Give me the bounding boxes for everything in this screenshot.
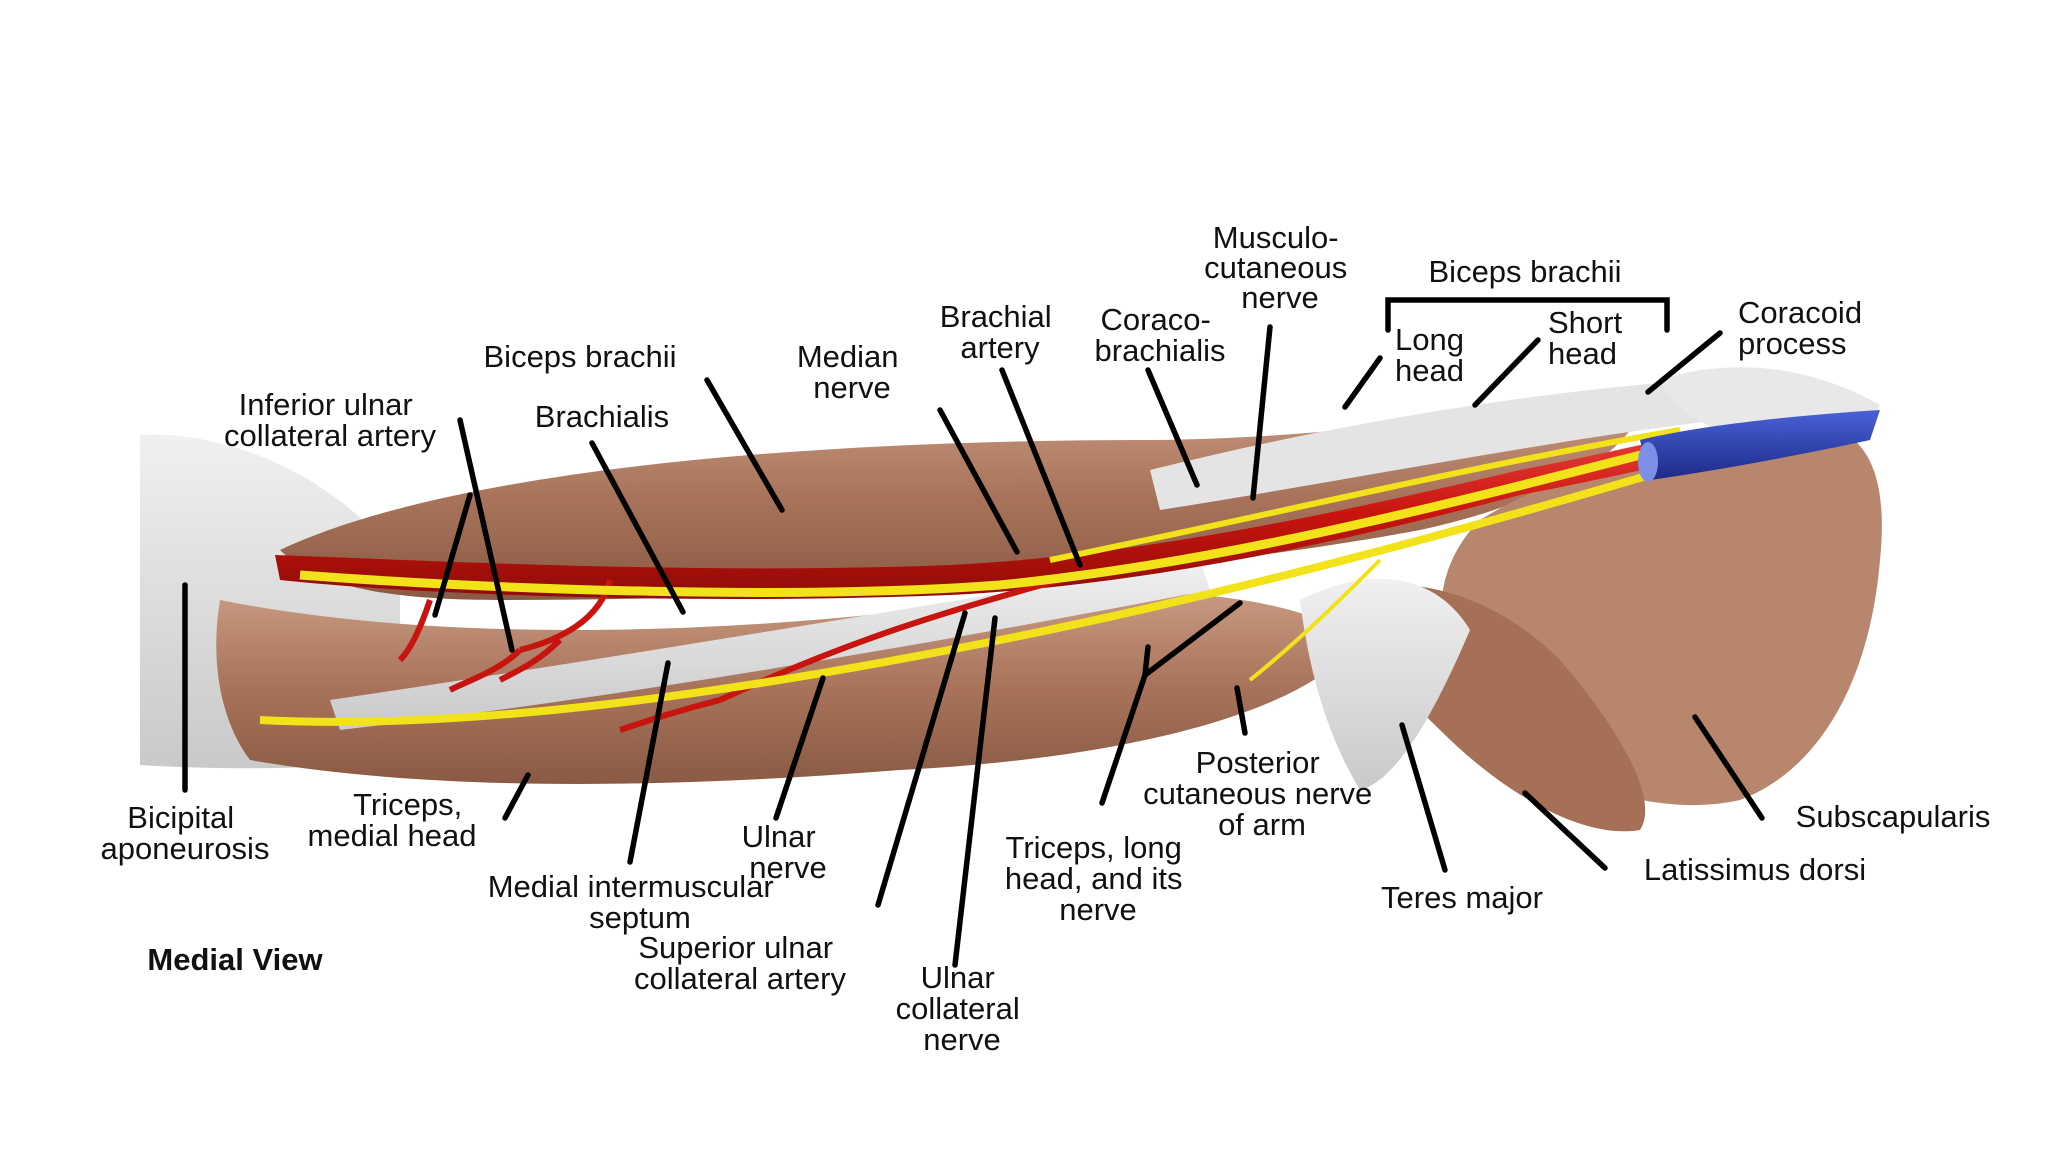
label-short-head: Short head: [1548, 305, 1631, 371]
leader-triceps-medial-head: [502, 772, 531, 821]
leader-ulnar-collateral-nerve: [952, 615, 998, 968]
label-teres-major: Teres major: [1381, 880, 1543, 915]
leader-inferior-ulnar-a: [457, 417, 515, 653]
label-inferior-ulnar-collateral-artery: Inferior ulnar collateral artery: [224, 387, 436, 453]
inferior-ulnar-collateral-artery-branches: [397, 579, 613, 693]
leader-latissimus-dorsi: [1522, 790, 1608, 871]
leader-inferior-ulnar-b: [432, 492, 473, 618]
leader-subscapularis: [1692, 714, 1765, 821]
axillary-vein-lumen: [1638, 442, 1658, 482]
label-biceps-brachii: Biceps brachii: [484, 339, 677, 374]
view-title: Medial View: [147, 942, 323, 977]
label-latissimus-dorsi: Latissimus dorsi: [1644, 852, 1866, 887]
leader-superior-ulnar-collateral-artery: [875, 610, 968, 908]
posterior-cutaneous-nerve-shape: [1248, 558, 1382, 682]
label-bicipital-aponeurosis: Bicipital aponeurosis: [101, 800, 270, 866]
axillary-vein-shape: [1640, 410, 1880, 480]
leader-brachialis: [589, 440, 686, 615]
leader-ulnar-nerve: [773, 675, 826, 821]
leader-lines: [182, 297, 1765, 968]
leader-coracobrachialis: [1145, 367, 1200, 488]
arm-illustration: [140, 367, 1882, 832]
latissimus-tendon-shape: [1300, 578, 1470, 790]
label-triceps-long-head: Triceps, long head, and its nerve: [1005, 830, 1191, 927]
labels: Biceps brachii Long head Short head Cora…: [101, 220, 1991, 1057]
label-ulnar-nerve: Ulnar nerve: [742, 819, 827, 885]
leader-median-nerve: [937, 407, 1020, 555]
label-subscapularis: Subscapularis: [1796, 799, 1991, 834]
leader-medial-intermuscular-septum: [627, 660, 671, 865]
label-brachial-artery: Brachial artery: [940, 299, 1061, 365]
leader-biceps-brachii: [704, 377, 785, 513]
label-median-nerve: Median nerve: [797, 339, 907, 405]
leader-musculocutaneous-nerve: [1250, 324, 1273, 501]
leader-triceps-long-head: [1099, 600, 1243, 806]
label-long-head: Long head: [1395, 322, 1473, 388]
triceps-shape: [216, 592, 1360, 784]
leader-posterior-cutaneous-nerve: [1234, 685, 1248, 736]
leader-coracoid-process: [1645, 330, 1723, 395]
ulnar-nerve-shape: [259, 456, 1702, 726]
coracobrachialis-fascia: [1150, 380, 1720, 510]
label-musculocutaneous-nerve: Musculo- cutaneous nerve: [1204, 220, 1356, 315]
label-coracobrachialis: Coraco- brachialis: [1095, 302, 1226, 368]
leader-brachial-artery: [999, 367, 1083, 568]
label-medial-intermuscular-septum: Medial intermuscular septum: [488, 869, 783, 935]
label-ulnar-collateral-nerve: Ulnar collateral nerve: [896, 960, 1029, 1057]
leader-short-head: [1472, 337, 1541, 408]
label-superior-ulnar-collateral-artery: Superior ulnar collateral artery: [634, 930, 846, 996]
label-triceps-medial-head: Triceps, medial head: [308, 787, 477, 853]
musculocutaneous-nerve-shape: [1049, 427, 1681, 563]
label-biceps-brachii-group: Biceps brachii: [1429, 254, 1622, 289]
median-nerve-shape: [299, 435, 1702, 597]
leader-teres-major: [1399, 722, 1448, 873]
label-coracoid-process: Coracoid process: [1738, 295, 1871, 361]
label-posterior-cutaneous-nerve: Posterior cutaneous nerve of arm: [1143, 745, 1381, 842]
leader-biceps-group-bracket: [1385, 297, 1670, 333]
label-brachialis: Brachialis: [535, 399, 669, 434]
leader-long-head: [1342, 355, 1383, 410]
